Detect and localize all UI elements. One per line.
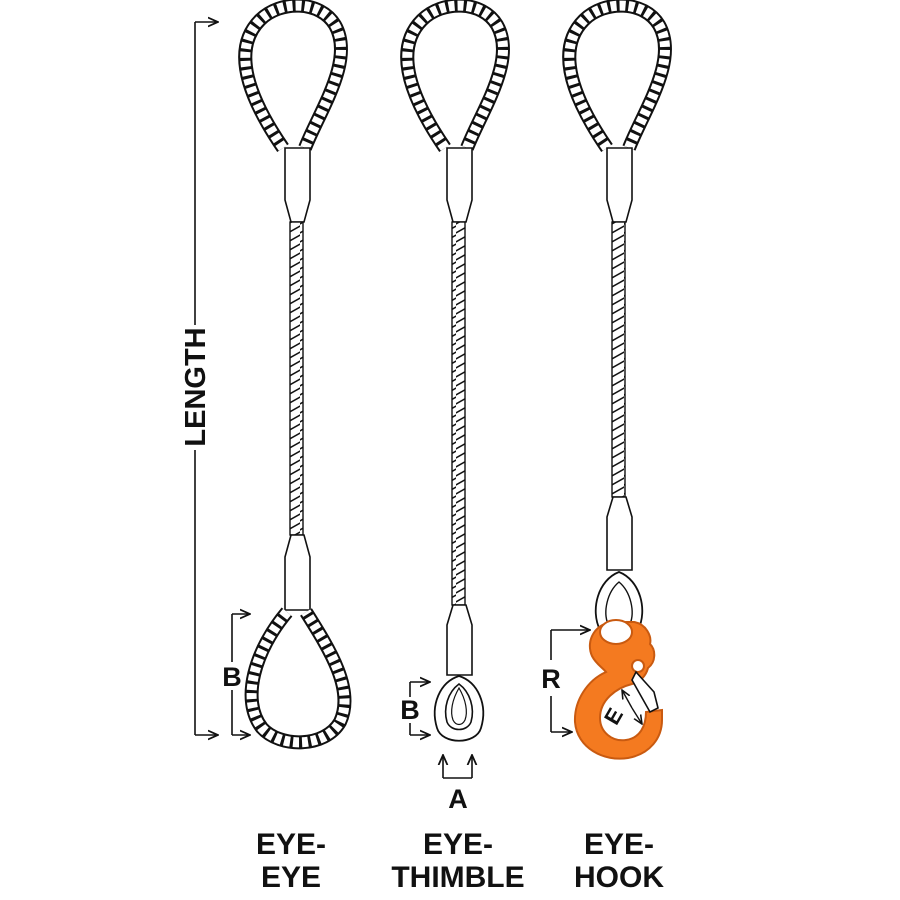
a-dimension: A bbox=[443, 755, 472, 814]
caption-eye-eye: EYE- EYE bbox=[191, 828, 391, 894]
r-dimension: R bbox=[541, 630, 590, 732]
wire-rope-body bbox=[611, 221, 626, 498]
caption-eye-hook: EYE- HOOK bbox=[519, 828, 719, 894]
caption-eye-thimble: EYE- THIMBLE bbox=[358, 828, 558, 894]
caption-line1: EYE- bbox=[422, 828, 494, 861]
e-label: E bbox=[599, 704, 628, 729]
b-dimension-eye: B bbox=[222, 614, 250, 735]
bottom-ferrule bbox=[606, 496, 633, 571]
length-label: LENGTH bbox=[180, 327, 212, 446]
top-ferrule bbox=[446, 147, 473, 223]
b-label: B bbox=[400, 695, 420, 725]
top-eye-loop bbox=[562, 0, 672, 152]
caption-line2: HOOK bbox=[574, 861, 664, 894]
caption-line2: THIMBLE bbox=[391, 861, 525, 894]
a-label: A bbox=[448, 784, 468, 814]
orange-hook: E bbox=[573, 619, 663, 760]
sling-eye-hook: E R bbox=[541, 0, 672, 760]
r-label: R bbox=[541, 664, 561, 694]
top-ferrule bbox=[284, 147, 311, 223]
caption-line1: EYE- bbox=[255, 828, 327, 861]
wire-rope-body bbox=[451, 221, 466, 606]
thimble bbox=[433, 675, 485, 742]
wire-rope-body bbox=[289, 221, 304, 536]
top-ferrule bbox=[606, 147, 633, 223]
caption-line2: EYE bbox=[260, 861, 322, 894]
caption-line1: EYE- bbox=[583, 828, 655, 861]
top-eye-loop bbox=[400, 0, 510, 152]
bottom-ferrule bbox=[446, 604, 473, 676]
sling-eye-eye: B bbox=[222, 0, 352, 750]
bottom-ferrule bbox=[284, 534, 311, 611]
top-eye-loop bbox=[238, 0, 348, 152]
b-dimension-thimble: B bbox=[400, 682, 430, 735]
sling-eye-thimble: B A bbox=[400, 0, 510, 814]
length-dimension: LENGTH bbox=[180, 22, 218, 735]
bottom-eye-loop bbox=[244, 607, 352, 750]
b-label: B bbox=[222, 662, 242, 692]
